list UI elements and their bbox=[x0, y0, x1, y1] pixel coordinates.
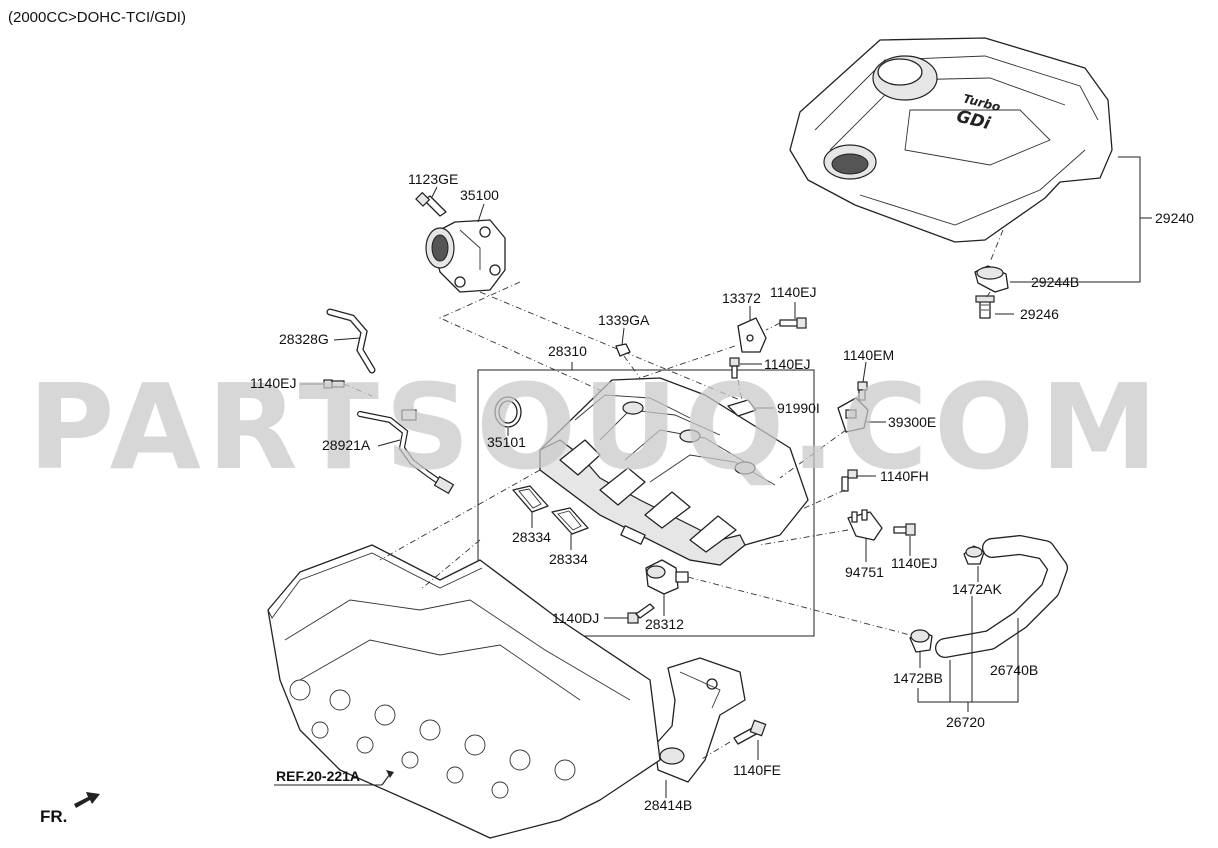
label-28328g[interactable]: 28328G bbox=[279, 331, 329, 347]
manifold-assembly-box bbox=[477, 369, 815, 637]
front-arrow-icon bbox=[74, 792, 100, 808]
engine-cover: Turbo GDi bbox=[789, 37, 1113, 243]
label-1140ej-top[interactable]: 1140EJ bbox=[770, 284, 816, 300]
bolt-1140fh bbox=[841, 469, 858, 492]
label-1123ge[interactable]: 1123GE bbox=[408, 171, 458, 187]
label-35101[interactable]: 35101 bbox=[487, 434, 526, 450]
label-1339ga[interactable]: 1339GA bbox=[598, 312, 650, 328]
label-94751[interactable]: 94751 bbox=[845, 564, 884, 580]
bracket-28414b bbox=[654, 657, 746, 783]
label-29244b[interactable]: 29244B bbox=[1031, 274, 1079, 290]
clamp-1472ak bbox=[963, 545, 985, 565]
label-28921a[interactable]: 28921A bbox=[322, 437, 371, 453]
label-1472ak[interactable]: 1472AK bbox=[952, 581, 1002, 597]
part-labels: 1123GE 35100 28328G 1140EJ 28921A 1339GA… bbox=[40, 171, 1194, 826]
label-29246[interactable]: 29246 bbox=[1020, 306, 1059, 322]
label-91990i[interactable]: 91990I bbox=[777, 400, 820, 416]
pin-manifold bbox=[620, 525, 646, 545]
bolt-1140ej-top bbox=[779, 317, 807, 329]
label-front: FR. bbox=[40, 807, 67, 826]
intake-manifold bbox=[539, 377, 809, 566]
label-1140em[interactable]: 1140EM bbox=[843, 347, 894, 363]
label-28414b[interactable]: 28414B bbox=[644, 797, 692, 813]
label-1140ej-right[interactable]: 1140EJ bbox=[891, 555, 937, 571]
label-1140fe[interactable]: 1140FE bbox=[733, 762, 781, 778]
hose-26740b bbox=[935, 535, 1068, 658]
bolt-29246 bbox=[975, 295, 995, 319]
bolt-1140ej-right bbox=[893, 523, 916, 536]
sensor-39300e bbox=[837, 397, 869, 433]
label-1140fh[interactable]: 1140FH bbox=[880, 468, 929, 484]
label-26740b[interactable]: 26740B bbox=[990, 662, 1038, 678]
label-1140dj[interactable]: 1140DJ bbox=[552, 610, 599, 626]
bracket-94751 bbox=[847, 509, 883, 541]
label-13372[interactable]: 13372 bbox=[722, 290, 761, 306]
label-39300e[interactable]: 39300E bbox=[888, 414, 936, 430]
valve-28312 bbox=[645, 559, 689, 595]
label-28312[interactable]: 28312 bbox=[645, 616, 684, 632]
nut-1339ga bbox=[615, 343, 631, 357]
bolt-1123ge bbox=[415, 191, 447, 217]
bracket-13372 bbox=[737, 317, 767, 353]
label-35100[interactable]: 35100 bbox=[460, 187, 499, 203]
label-28310[interactable]: 28310 bbox=[548, 343, 587, 359]
clamp-1472bb bbox=[909, 629, 933, 653]
hose-28328g bbox=[326, 308, 376, 374]
bolt-1140fe bbox=[733, 719, 767, 745]
label-28334-b[interactable]: 28334 bbox=[549, 551, 588, 567]
label-29240[interactable]: 29240 bbox=[1155, 210, 1194, 226]
label-1140ej-left[interactable]: 1140EJ bbox=[250, 375, 296, 391]
diagram-title: (2000CC>DOHC-TCI/GDI) bbox=[8, 9, 186, 26]
grommet-29244b bbox=[974, 265, 1009, 293]
clip-91990i bbox=[727, 399, 757, 417]
pipe-28921a bbox=[357, 409, 455, 495]
cylinder-head bbox=[267, 544, 661, 839]
label-1472bb[interactable]: 1472BB bbox=[893, 670, 943, 686]
bolt-1140em bbox=[857, 381, 868, 401]
watermark: PARTSOUQ.COM bbox=[28, 358, 1164, 496]
label-ref-20-221a[interactable]: REF.20-221A bbox=[276, 768, 360, 784]
label-28334-a[interactable]: 28334 bbox=[512, 529, 551, 545]
gasket-28334-a bbox=[512, 485, 549, 513]
label-26720[interactable]: 26720 bbox=[946, 714, 985, 730]
throttle-body bbox=[425, 219, 506, 293]
label-1140ej-mid[interactable]: 1140EJ bbox=[764, 356, 810, 372]
bolt-1140ej-mid bbox=[729, 357, 740, 379]
